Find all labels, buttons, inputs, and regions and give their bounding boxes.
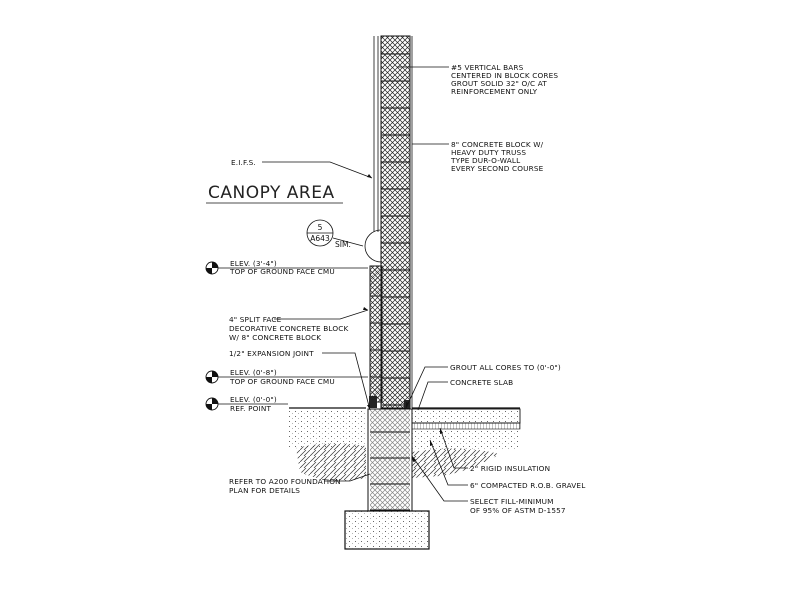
note-insulation: 2" RIGID INSULATION — [439, 427, 550, 473]
vert-bars-line-2: CENTERED IN BLOCK CORES — [451, 71, 558, 80]
section-suffix: SIM. — [335, 240, 351, 249]
block-line-1: 8" CONCRETE BLOCK W/ — [451, 140, 544, 149]
note-expansion-joint: 1/2" EXPANSION JOINT — [229, 349, 371, 411]
elev-1-label: ELEV. (3'-4") — [230, 259, 277, 268]
slab-label: CONCRETE SLAB — [450, 378, 513, 387]
vert-bars-line-3: GROUT SOLID 32" O/C AT — [451, 79, 547, 88]
gravel-label: 6" COMPACTED R.O.B. GRAVEL — [470, 481, 586, 490]
section-callout: 5 A643 SIM. — [306, 219, 364, 249]
elevation-marker-2: ELEV. (0'-8") TOP OF GROUND FACE CMU — [205, 368, 368, 386]
grout-label: GROUT ALL CORES TO (0'-0") — [450, 363, 561, 372]
elev-3-label: ELEV. (0'-0") — [230, 395, 277, 404]
expansion-label: 1/2" EXPANSION JOINT — [229, 349, 314, 358]
elevation-marker-1: ELEV. (3'-4") TOP OF GROUND FACE CMU — [205, 259, 368, 276]
note-foundation: REFER TO A200 FOUNDATION PLAN FOR DETAIL… — [229, 473, 371, 495]
ground-and-slab — [289, 396, 521, 550]
split-face-line-1: 4" SPLIT FACE — [229, 315, 282, 324]
vert-bars-line-4: REINFORCEMENT ONLY — [451, 87, 538, 96]
note-concrete-block: 8" CONCRETE BLOCK W/ HEAVY DUTY TRUSS TY… — [412, 140, 544, 173]
insulation-label: 2" RIGID INSULATION — [470, 464, 550, 473]
foundation-line-1: REFER TO A200 FOUNDATION — [229, 477, 341, 486]
fill-line-1: SELECT FILL-MINIMUM — [470, 497, 554, 506]
fill-line-2: OF 95% OF ASTM D-1557 — [470, 506, 566, 515]
block-line-2: HEAVY DUTY TRUSS — [451, 148, 526, 157]
detail-bubble-arc — [364, 229, 382, 263]
block-line-3: TYPE DUR-O-WALL — [450, 156, 521, 165]
cmu-wall — [369, 35, 413, 409]
section-number: 5 — [318, 223, 323, 232]
elev-1-sub: TOP OF GROUND FACE CMU — [229, 267, 335, 276]
note-slab: CONCRETE SLAB — [417, 378, 513, 411]
note-vertical-bars: #5 VERTICAL BARS CENTERED IN BLOCK CORES… — [397, 63, 558, 96]
elevation-marker-3: ELEV. (0'-0") REF. POINT — [205, 395, 288, 413]
note-select-fill: SELECT FILL-MINIMUM OF 95% OF ASTM D-155… — [411, 455, 566, 515]
split-face-line-2: DECORATIVE CONCRETE BLOCK — [229, 324, 349, 333]
elev-2-sub: TOP OF GROUND FACE CMU — [229, 377, 335, 386]
section-sheet: A643 — [310, 234, 330, 243]
eifs-label: E.I.F.S. — [231, 158, 256, 167]
foundation-line-2: PLAN FOR DETAILS — [229, 486, 300, 495]
note-gravel: 6" COMPACTED R.O.B. GRAVEL — [429, 439, 586, 490]
split-face-line-3: W/ 8" CONCRETE BLOCK — [229, 333, 321, 342]
block-line-4: EVERY SECOND COURSE — [451, 164, 544, 173]
elev-3-sub: REF. POINT — [230, 404, 271, 413]
vert-bars-line-1: #5 VERTICAL BARS — [451, 63, 524, 72]
note-grout: GROUT ALL CORES TO (0'-0") — [405, 363, 561, 409]
canopy-title: CANOPY AREA — [208, 183, 335, 203]
note-eifs: E.I.F.S. — [231, 158, 373, 179]
elev-2-label: ELEV. (0'-8") — [230, 368, 277, 377]
note-split-face: 4" SPLIT FACE DECORATIVE CONCRETE BLOCK … — [229, 307, 369, 342]
